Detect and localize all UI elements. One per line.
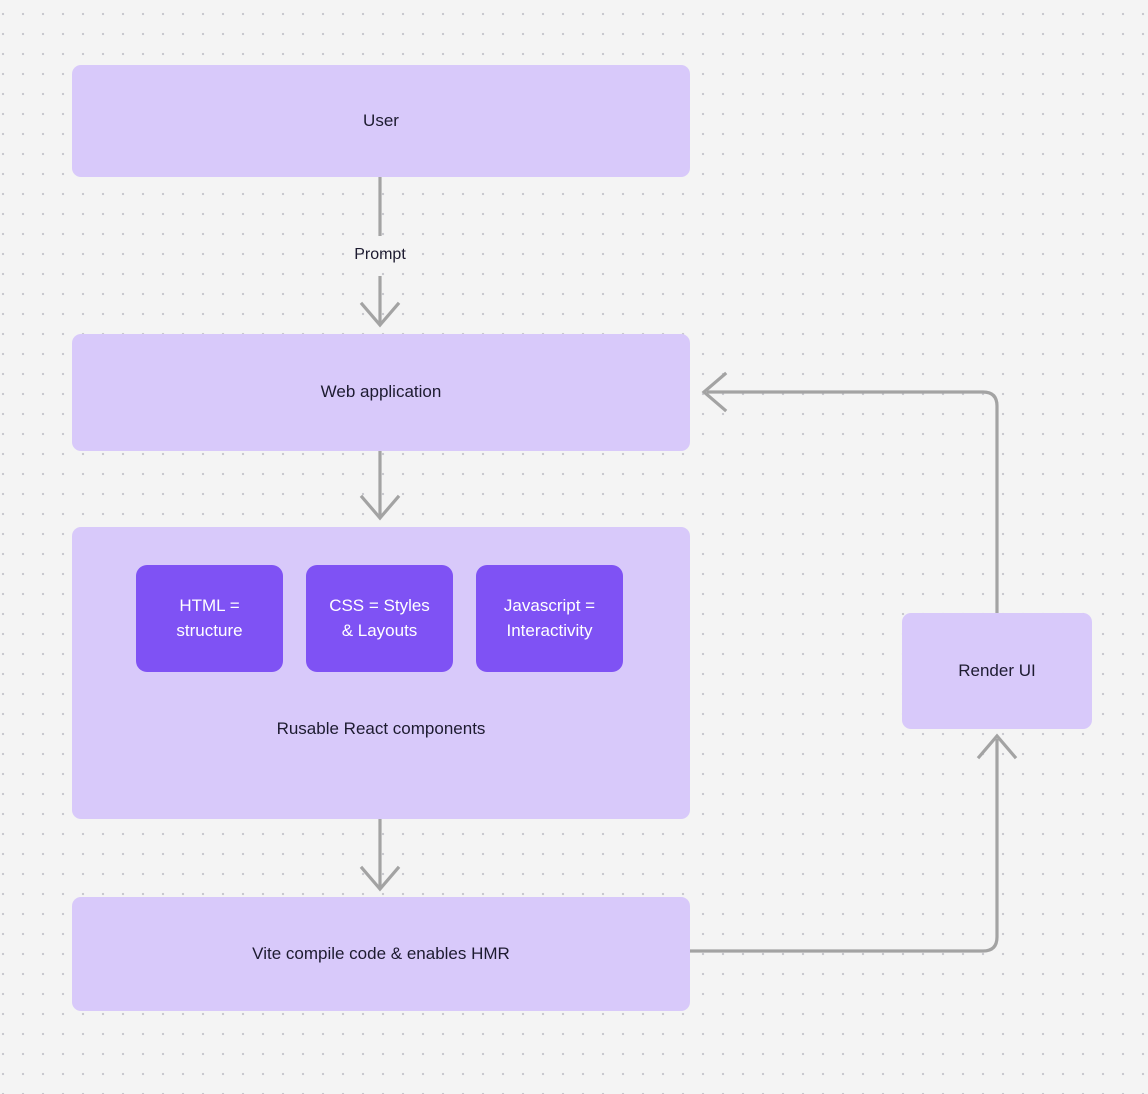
arrowhead-user-to-web <box>359 301 401 328</box>
chip-html[interactable]: HTML = structure <box>136 565 283 672</box>
node-vite[interactable]: Vite compile code & enables HMR <box>72 897 690 1011</box>
arrowhead-components-to-vite <box>359 865 401 892</box>
chip-javascript-label: Javascript = Interactivity <box>503 596 596 640</box>
node-web-application[interactable]: Web application <box>72 334 690 451</box>
node-render-ui[interactable]: Render UI <box>902 613 1092 729</box>
chip-css[interactable]: CSS = Styles & Layouts <box>306 565 453 672</box>
node-user[interactable]: User <box>72 65 690 177</box>
chip-javascript[interactable]: Javascript = Interactivity <box>476 565 623 672</box>
edge-label-prompt: Prompt <box>354 246 406 263</box>
node-web-application-label: Web application <box>320 382 442 402</box>
arrowhead-render-to-web <box>701 371 728 413</box>
chip-html-label: HTML = structure <box>176 596 243 640</box>
edge-vite-to-render <box>690 739 999 953</box>
node-components-group-caption: Rusable React components <box>276 719 486 738</box>
arrowhead-vite-to-render <box>976 733 1018 760</box>
node-user-label: User <box>363 110 399 130</box>
arrowhead-web-to-components <box>359 494 401 521</box>
node-vite-label: Vite compile code & enables HMR <box>252 943 510 963</box>
edge-render-to-web <box>707 390 999 613</box>
node-render-ui-label: Render UI <box>958 660 1036 680</box>
chip-css-label: CSS = Styles & Layouts <box>329 596 430 640</box>
